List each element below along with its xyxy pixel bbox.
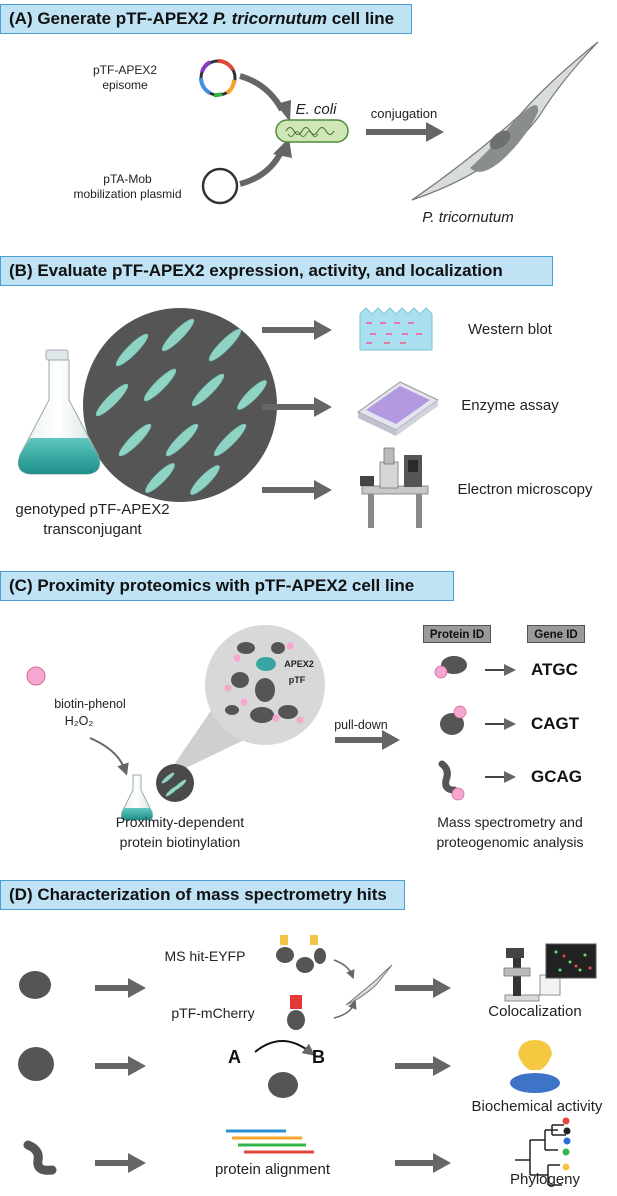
gene-id-1: ATGC xyxy=(531,660,578,679)
gene-id-header: Gene ID xyxy=(527,625,585,643)
enzyme-assay-label: Enzyme assay xyxy=(461,397,559,414)
fluorescence-microscope-icon xyxy=(503,943,597,1002)
d-arrow-5 xyxy=(433,1056,451,1076)
phylogeny-tree-icon xyxy=(515,1124,566,1186)
mob-arrow xyxy=(239,148,285,187)
phylogeny-leaf-dots xyxy=(562,1117,571,1171)
apex2-icon xyxy=(256,657,276,671)
d-arrow-3 xyxy=(128,1153,146,1173)
hit-protein-3 xyxy=(23,1140,57,1175)
small-diatom-icon xyxy=(345,964,393,1006)
western-blot-icon xyxy=(359,307,433,351)
gene-id-2: CAGT xyxy=(531,714,580,733)
ptf-mcherry-label: pTF-mCherry xyxy=(171,1005,255,1021)
ecoli-cell-icon xyxy=(275,119,349,143)
ptf-label: pTF xyxy=(288,675,306,685)
western-arrow xyxy=(314,320,332,340)
d-arrow-6 xyxy=(433,1153,451,1173)
flask-icon xyxy=(17,349,101,475)
h2o2-label: H₂O₂ xyxy=(64,714,94,728)
electron-microscopy-label: Electron microscopy xyxy=(457,481,593,498)
biotin-phenol-label: biotin-phenol xyxy=(54,697,126,711)
protein-alignment-label: protein alignment xyxy=(214,1161,331,1178)
mass-spec-caption: Mass spectrometry and proteogenomic anal… xyxy=(436,814,584,850)
well-plate-icon xyxy=(357,381,439,436)
panel-a-title: (A) Generate pTF-APEX2 P. tricornutum ce… xyxy=(0,4,412,34)
panel-c-title: (C) Proximity proteomics with pTF-APEX2 … xyxy=(0,571,454,601)
reagent-arrow xyxy=(89,737,129,776)
protein-hit-2 xyxy=(440,705,467,735)
enzyme-protein-icon xyxy=(268,1072,298,1098)
ptricornutum-cell-icon xyxy=(411,41,599,201)
episome-label: pTF-APEX2 episome xyxy=(92,63,158,92)
panel-b-title: (B) Evaluate pTF-APEX2 expression, activ… xyxy=(0,256,553,286)
flask-caption: genotyped pTF-APEX2 transconjugant xyxy=(15,501,170,538)
eyfp-fusion-icons xyxy=(276,935,326,973)
pulldown-arrow xyxy=(382,730,400,750)
enzyme-substrate-icon xyxy=(510,1040,560,1093)
electron-microscope-icon xyxy=(360,447,429,528)
biotin-phenol-icon xyxy=(26,666,46,686)
mcherry-fusion-icon xyxy=(287,995,305,1030)
pulldown-label: pull-down xyxy=(334,718,388,732)
conjugation-label: conjugation xyxy=(370,106,438,121)
mob-plasmid-label: pTA-Mob mobilization plasmid xyxy=(73,172,182,201)
apex2-label: APEX2 xyxy=(284,659,314,669)
reaction-a-label: A xyxy=(228,1047,241,1067)
small-flask-icon xyxy=(121,774,153,821)
reaction-b-label: B xyxy=(312,1047,325,1067)
ecoli-label: E. coli xyxy=(295,101,337,118)
em-arrow xyxy=(314,480,332,500)
protein-hit-1 xyxy=(434,656,467,679)
enzyme-arrow xyxy=(314,397,332,417)
episome-arrow xyxy=(239,73,285,112)
diatom-cells xyxy=(95,318,267,495)
phylogeny-label: Phylogeny xyxy=(509,1171,581,1188)
hit-protein-1 xyxy=(19,971,51,999)
conjugation-arrow xyxy=(426,122,444,142)
small-zoom-circle xyxy=(156,764,194,802)
complex-proteins xyxy=(225,642,298,723)
d-arrow-1 xyxy=(128,978,146,998)
mob-plasmid-icon xyxy=(201,167,239,205)
alignment-lines xyxy=(226,1129,314,1154)
ptricornutum-label: P. tricornutum xyxy=(422,209,514,226)
ms-hit-eyfp-label: MS hit-EYFP xyxy=(164,948,246,964)
protein-id-header: Protein ID xyxy=(423,625,491,643)
d-arrow-2 xyxy=(128,1056,146,1076)
panel-d-title: (D) Characterization of mass spectrometr… xyxy=(0,880,405,910)
western-blot-label: Western blot xyxy=(468,321,552,338)
episome-plasmid-icon xyxy=(199,59,237,98)
gene-id-3: GCAG xyxy=(531,767,582,786)
protein-hit-3 xyxy=(438,760,465,801)
biotin-tags xyxy=(224,642,304,724)
hit-protein-2 xyxy=(18,1047,54,1081)
biochemical-activity-label: Biochemical activity xyxy=(471,1098,603,1115)
d-arrow-4 xyxy=(433,978,451,998)
colocalization-label: Colocalization xyxy=(488,1003,582,1020)
reaction-arrow xyxy=(254,1040,315,1056)
proximity-caption: Proximity-dependent protein biotinylatio… xyxy=(115,814,245,850)
